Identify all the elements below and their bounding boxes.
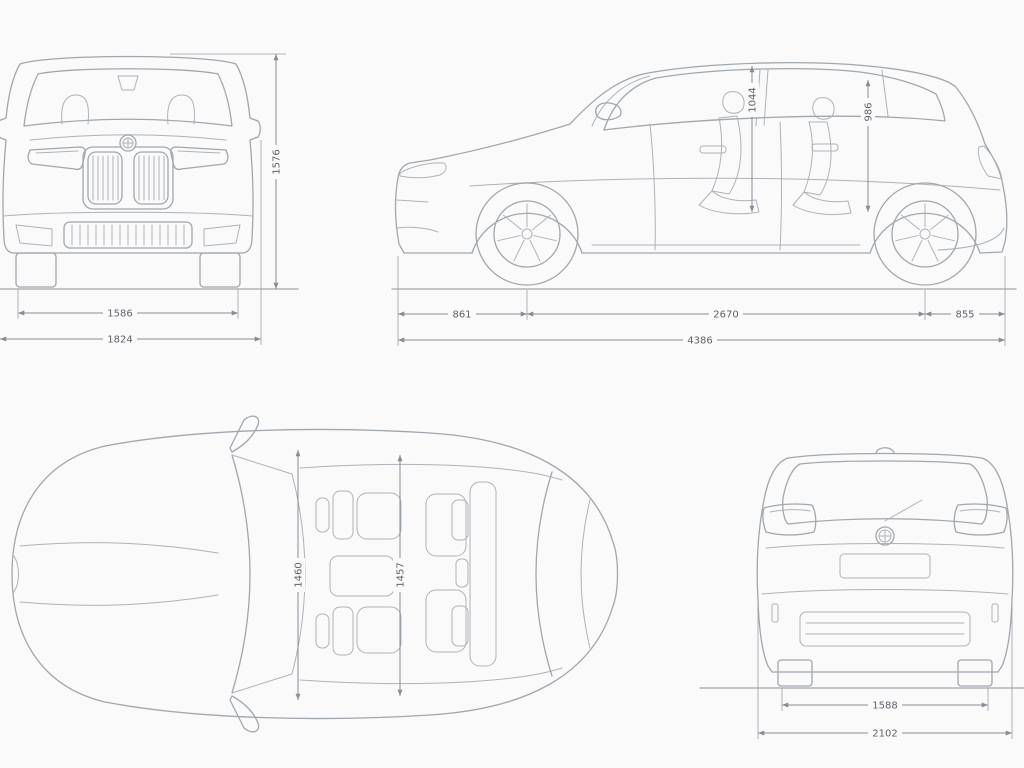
dimension-label-track-width: 1586 xyxy=(107,309,132,320)
brand-roundel-rear-icon xyxy=(875,526,895,546)
dimension-label-front-interior-width: 1460 xyxy=(294,562,305,587)
taillights xyxy=(762,503,1008,536)
rear-overall-width-dimension: 2102 xyxy=(757,604,1013,740)
rear-view: 1588 2102 xyxy=(699,447,1024,740)
headlights xyxy=(27,146,229,171)
front-view: 1576 1586 1824 xyxy=(0,53,299,346)
rear-wheel-side xyxy=(873,182,977,286)
headlight-side xyxy=(399,162,447,179)
glasshouse xyxy=(603,67,946,131)
side-view: 1044 986 861 2670 xyxy=(391,62,1017,347)
left-reflector xyxy=(771,603,779,623)
center-console xyxy=(329,555,395,597)
lower-air-intake xyxy=(15,221,241,249)
front-door-handle xyxy=(699,145,727,154)
rear-left-wheel xyxy=(777,659,813,687)
door-seams xyxy=(649,121,782,251)
front-width-dimension: 1824 xyxy=(0,140,262,346)
front-right-wheel xyxy=(199,252,241,288)
side-rear-headroom-dimension: 986 xyxy=(861,80,875,212)
side-length-dimensions: 861 2670 855 4386 xyxy=(397,256,1006,347)
top-view-car-drawing xyxy=(11,415,619,733)
dimension-label-rear-overhang: 855 xyxy=(955,310,974,321)
side-view-car-drawing xyxy=(394,62,1008,286)
rear-window xyxy=(782,460,988,525)
top-rear-width-dimension: 1457 xyxy=(393,455,407,696)
character-line xyxy=(469,177,1001,191)
front-height-dimension: 1576 xyxy=(170,53,286,289)
windshield-top xyxy=(231,454,251,694)
rear-door-handle xyxy=(811,143,839,152)
hood-lines xyxy=(13,542,219,606)
rear-window-top xyxy=(535,471,553,677)
license-plate-recess xyxy=(839,553,931,579)
driver-headrest xyxy=(61,94,89,125)
rear-bumper-line xyxy=(937,227,1005,251)
bumper-seam xyxy=(761,589,1009,595)
rearview-mirror xyxy=(117,75,139,91)
rear-view-car-drawing xyxy=(756,447,1014,687)
dimension-label-overall-width: 1824 xyxy=(107,335,132,346)
side-mirror xyxy=(595,102,622,121)
tailgate-seam xyxy=(765,543,1005,549)
taillight-side xyxy=(977,145,1003,180)
rear-right-wheel xyxy=(957,659,993,687)
side-mirrors-top xyxy=(229,415,260,733)
rear-wiper xyxy=(884,499,923,522)
dimension-label-overall-width-mirrors: 2102 xyxy=(872,729,897,740)
front-view-car-drawing xyxy=(0,55,261,288)
dimension-label-front-overhang: 861 xyxy=(452,310,471,321)
front-seats-top xyxy=(315,490,402,656)
rear-track-dimension: 1588 xyxy=(781,688,989,712)
antenna-fin xyxy=(875,447,895,454)
brand-roundel-icon xyxy=(119,134,137,152)
roof-rails xyxy=(299,463,563,685)
dimension-label-wheelbase: 2670 xyxy=(713,310,738,321)
front-track-dimension: 1586 xyxy=(17,289,239,320)
front-bumper-lines xyxy=(395,199,439,233)
dimension-label-rear-interior-height: 986 xyxy=(864,102,875,121)
top-view: 1460 1457 xyxy=(11,415,619,733)
front-wheel-side xyxy=(475,182,579,286)
bumper-line xyxy=(3,211,253,217)
dimension-label-front-interior-height: 1044 xyxy=(748,87,759,112)
kidney-grille xyxy=(82,146,174,210)
front-seat-sketch xyxy=(698,91,760,215)
taillight-detail xyxy=(769,509,1001,513)
windshield xyxy=(23,68,233,127)
dimension-label-rear-track: 1588 xyxy=(872,701,897,712)
passenger-headrest xyxy=(167,94,195,125)
rear-bench-top xyxy=(425,481,497,667)
dimension-label-rear-interior-width: 1457 xyxy=(396,562,407,587)
a-pillar xyxy=(591,75,651,127)
front-left-wheel xyxy=(15,252,57,288)
tailgate-line xyxy=(580,499,591,649)
rear-seat-sketch xyxy=(792,97,852,216)
dimension-label-overall-length: 4386 xyxy=(687,336,712,347)
diffuser xyxy=(799,611,971,647)
top-front-width-dimension: 1460 xyxy=(291,450,305,700)
right-reflector xyxy=(991,603,999,623)
side-front-headroom-dimension: 1044 xyxy=(745,66,759,212)
dimension-label-height: 1576 xyxy=(272,149,283,174)
c-pillar xyxy=(881,69,889,117)
